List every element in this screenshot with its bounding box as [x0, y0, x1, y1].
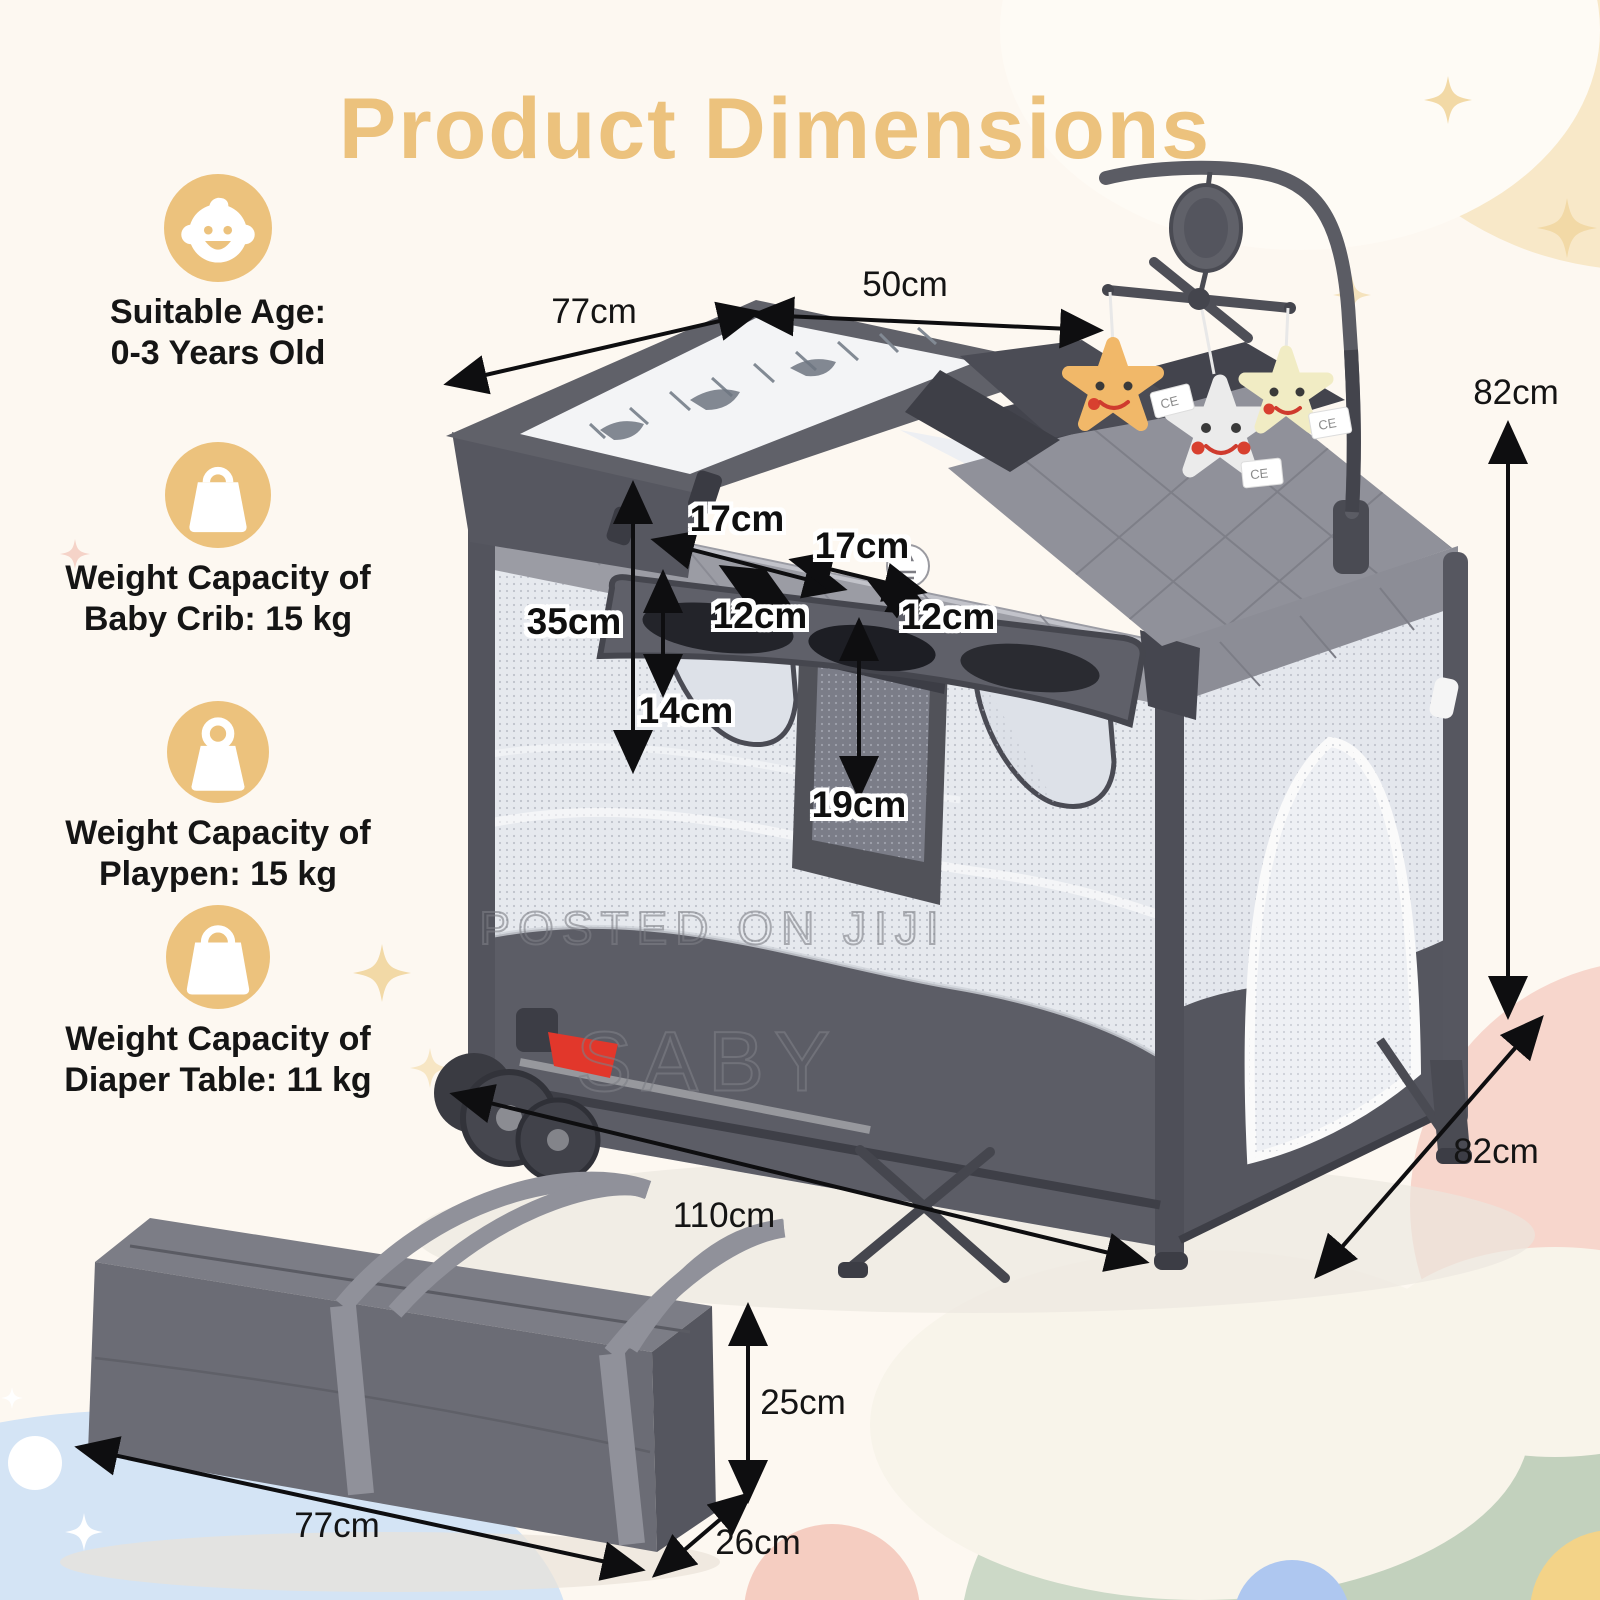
feature-label: Diaper Table: 11 kg [64, 1061, 372, 1099]
feature-diaper-table-capacity: Weight Capacity of Diaper Table: 11 kg [8, 905, 428, 1101]
arrow-50cm-top [750, 296, 1104, 349]
ce-tag: CE [1159, 393, 1180, 412]
feature-label: Baby Crib: 15 kg [83, 600, 353, 638]
kettlebell-weight-icon [167, 701, 269, 803]
dim-label-bag-depth: 26cm [715, 1523, 801, 1562]
star-plush-orange [1062, 337, 1164, 431]
bag-top-face [95, 1218, 712, 1352]
dim-label-bag-length: 77cm [294, 1506, 380, 1545]
arrow-77cm-bag [74, 1436, 646, 1581]
feature-label: Playpen: 15 kg [98, 855, 338, 893]
dim-label-middle-pocket-length: 17cm [814, 525, 910, 566]
arrow-82cm-depth [1314, 1014, 1544, 1280]
dim-label-bag-height: 25cm [760, 1383, 846, 1422]
bag-end-face [652, 1306, 716, 1552]
arrow-12cm-right [867, 576, 933, 619]
page-title: Product Dimensions [338, 80, 1212, 177]
ce-tag: CE [1249, 465, 1269, 482]
arrow-26cm-bag [651, 1491, 754, 1578]
baby-face-icon [164, 174, 272, 282]
wheel-lock-lever [548, 1032, 618, 1078]
dim-label-right-pocket-width: 12cm [900, 596, 996, 637]
star-plush-toys: CE CE CE [1062, 337, 1353, 489]
feature-label: Weight Capacity of [65, 814, 371, 852]
corner-cap [1140, 630, 1200, 720]
feature-label: Weight Capacity of [65, 1020, 371, 1058]
arrow-110cm-bottom [449, 1084, 1150, 1272]
crib-illustration: CE CE CE [434, 160, 1472, 1283]
feature-playpen-capacity: Weight Capacity of Playpen: 15 kg [8, 701, 428, 895]
dim-label-height: 82cm [1473, 373, 1559, 412]
mobile-arm-assembly [1099, 160, 1369, 574]
dim-label-left-pocket-length: 17cm [689, 498, 785, 539]
blob-blue-bottom [1236, 1560, 1348, 1600]
dim-label-rim-height: 35cm [526, 601, 622, 642]
crib-corner-posts [468, 500, 1468, 1262]
ce-tag: CE [1317, 415, 1338, 433]
arrow-77cm-table [443, 301, 762, 395]
arrow-12cm-left [718, 565, 794, 608]
weight-bag-icon [165, 442, 271, 548]
mobile-clamp [1333, 500, 1369, 574]
blob-yellow-bottom [1530, 1530, 1600, 1600]
dim-label-table-length: 77cm [551, 292, 637, 331]
dim-label-pocket-depth: 14cm [638, 690, 734, 731]
feature-crib-capacity: Weight Capacity of Baby Crib: 15 kg [8, 442, 428, 640]
feature-label: 0-3 Years Old [110, 334, 326, 372]
star-plush-yellow [1238, 345, 1334, 434]
star-plush-white [1164, 374, 1276, 478]
dim-label-depth: 82cm [1453, 1132, 1539, 1171]
dimension-arrows [74, 296, 1544, 1581]
watermark-line1: POSTED ON JIJI [478, 901, 947, 955]
cloud-bottom-right [870, 1250, 1530, 1600]
dim-label-organizer-depth: 19cm [811, 784, 907, 825]
crib-right-panel [1172, 602, 1456, 1248]
moon-dot [8, 1436, 62, 1490]
blob-pink-bottom-center [744, 1524, 920, 1600]
feature-label: Suitable Age: [110, 293, 326, 331]
dim-label-left-pocket-width: 12cm [712, 595, 808, 636]
dim-label-top-width: 50cm [862, 265, 948, 304]
dim-label-length: 110cm [672, 1196, 776, 1235]
watermark-line2: SABY [575, 1014, 841, 1110]
carry-bag-illustration [88, 1171, 786, 1552]
feature-label: Weight Capacity of [65, 559, 371, 597]
feature-suitable-age: Suitable Age: 0-3 Years Old [8, 174, 428, 374]
carry-bag-icon [166, 905, 270, 1009]
zipper-tab [1429, 677, 1459, 719]
